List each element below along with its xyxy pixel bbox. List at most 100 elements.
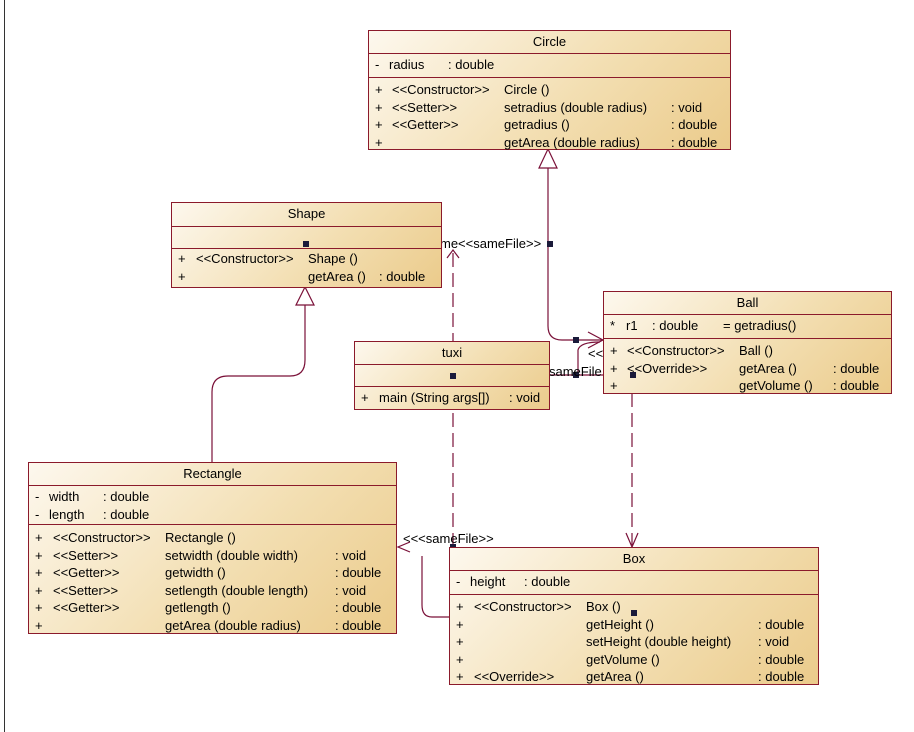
op-name: getArea (double radius) bbox=[504, 134, 640, 150]
op-type: : double bbox=[335, 617, 382, 633]
op-name: getArea () bbox=[308, 268, 366, 284]
stereotype: <<Constructor>> bbox=[474, 599, 572, 614]
operation-row[interactable]: + <<Constructor>> Shape () bbox=[172, 250, 441, 268]
op-name: getwidth () bbox=[165, 565, 226, 580]
visibility: + bbox=[35, 617, 43, 633]
stereotype: <<Constructor>> bbox=[392, 82, 490, 97]
attr-type: : double bbox=[652, 318, 699, 333]
visibility: + bbox=[456, 634, 464, 649]
attribute-row[interactable]: -length: double bbox=[29, 506, 396, 524]
operation-row[interactable]: +<<Getter>>getlength (): double bbox=[29, 599, 396, 617]
operations-section: +<<Constructor>>Circle () +<<Setter>>set… bbox=[369, 77, 730, 151]
visibility: + bbox=[361, 390, 369, 405]
attr-name: width bbox=[49, 489, 80, 504]
visibility: + bbox=[178, 251, 186, 266]
class-rectangle[interactable]: Rectangle -width: double -length: double… bbox=[28, 462, 397, 634]
attribute-row[interactable]: -radius: double bbox=[369, 56, 730, 74]
operation-row[interactable]: +getVolume (): double bbox=[450, 651, 818, 669]
connector-handle[interactable] bbox=[573, 372, 579, 378]
op-type: : double bbox=[758, 616, 805, 632]
stereotype bbox=[474, 616, 586, 634]
op-name: Ball () bbox=[739, 343, 773, 358]
operation-row[interactable]: +<<Override>>getArea (): double bbox=[450, 668, 818, 686]
op-type: : double bbox=[833, 378, 880, 393]
visibility: + bbox=[35, 582, 43, 598]
stereotype: <<Constructor>> bbox=[196, 251, 294, 266]
operation-row[interactable]: +<<Setter>>setradius (double radius): vo… bbox=[369, 99, 730, 117]
attributes-section bbox=[355, 364, 549, 386]
stereotype bbox=[474, 651, 586, 669]
op-name: setradius (double radius) bbox=[504, 99, 648, 115]
selection-handle[interactable] bbox=[303, 241, 309, 247]
operation-row[interactable]: +<<Setter>>setlength (double length): vo… bbox=[29, 582, 396, 600]
class-tuxi[interactable]: tuxi +main (String args[]): void bbox=[354, 341, 550, 410]
selection-handle[interactable] bbox=[631, 610, 637, 616]
attr-type: : double bbox=[524, 574, 571, 589]
visibility: + bbox=[35, 547, 43, 563]
connector-handle[interactable] bbox=[573, 337, 579, 343]
operation-row[interactable]: +getArea (): double bbox=[172, 268, 441, 286]
class-shape[interactable]: Shape +<<Constructor>>Shape () +getArea … bbox=[171, 202, 442, 288]
operation-row[interactable]: + getHeight () : double bbox=[450, 616, 818, 634]
class-ball[interactable]: Ball *r1: double= getradius() +<<Constru… bbox=[603, 291, 892, 394]
operation-row[interactable]: +getVolume (): double bbox=[604, 377, 891, 395]
operation-row[interactable]: + main (String args[]) : void bbox=[355, 389, 549, 407]
op-name: setwidth (double width) bbox=[165, 547, 298, 563]
attr-type: : double bbox=[448, 57, 495, 72]
operations-section: + <<Constructor>> Box () + getHeight () : do… bbox=[450, 594, 818, 686]
operation-row[interactable]: +<<Constructor>>Circle () bbox=[369, 81, 730, 99]
op-name: getHeight () bbox=[586, 616, 654, 632]
operation-row[interactable]: +setHeight (double height): void bbox=[450, 633, 818, 651]
attribute-row[interactable]: -width: double bbox=[29, 488, 396, 506]
op-name: Box () bbox=[586, 599, 621, 614]
op-type: : double bbox=[833, 360, 880, 376]
attribute-row[interactable]: -height: double bbox=[450, 573, 818, 591]
operation-row[interactable]: + <<Constructor>> Box () bbox=[450, 598, 818, 616]
stereotype bbox=[627, 377, 739, 395]
attr-name: length bbox=[49, 506, 85, 522]
visibility: - bbox=[35, 506, 40, 522]
visibility: + bbox=[35, 565, 43, 580]
connector-handle[interactable] bbox=[547, 241, 553, 247]
operation-row[interactable]: +<<Constructor>>Ball () bbox=[604, 342, 891, 360]
attribute-row[interactable]: *r1: double= getradius() bbox=[604, 317, 891, 335]
op-name: getArea () bbox=[586, 669, 644, 684]
operation-row[interactable]: +<<Getter>>getwidth (): double bbox=[29, 564, 396, 582]
op-type: : double bbox=[671, 134, 718, 150]
stereotype: <<Constructor>> bbox=[53, 530, 151, 545]
stereotype bbox=[53, 617, 165, 635]
visibility: + bbox=[178, 268, 186, 284]
operation-row[interactable]: +<<Setter>>setwidth (double width): void bbox=[29, 547, 396, 565]
visibility: + bbox=[375, 82, 383, 97]
op-type: : void bbox=[509, 390, 541, 405]
rectangle-dep-arrow bbox=[396, 541, 411, 553]
circle-inheritance-arrow bbox=[538, 147, 558, 169]
operation-row[interactable]: +getArea (double radius): double bbox=[369, 134, 730, 152]
attr-initial-value: = getradius() bbox=[723, 318, 797, 333]
op-name: Shape () bbox=[308, 251, 358, 266]
op-name: setlength (double length) bbox=[165, 582, 309, 598]
rectangle-shape-generalization bbox=[211, 305, 306, 462]
ball-dependency-label-2: << bbox=[588, 346, 604, 361]
visibility: + bbox=[456, 599, 464, 614]
class-box[interactable]: Box -height: double +<<Constructor>>Box … bbox=[449, 547, 819, 685]
visibility: + bbox=[610, 378, 618, 393]
operations-section: +<<Constructor>>Shape () +getArea (): do… bbox=[172, 248, 441, 285]
op-name: getVolume () bbox=[586, 651, 660, 667]
op-name: main (String args[]) bbox=[379, 390, 490, 405]
attributes-section: -radius: double bbox=[369, 53, 730, 77]
class-circle[interactable]: Circle -radius: double +<<Constructor>>C… bbox=[368, 30, 731, 150]
stereotype bbox=[392, 134, 504, 152]
op-name: getradius () bbox=[504, 117, 570, 132]
stereotype: <<Constructor>> bbox=[627, 343, 725, 358]
operation-row[interactable]: +<<Override>>getArea (): double bbox=[604, 360, 891, 378]
op-name: getArea (double radius) bbox=[165, 617, 301, 633]
stereotype: <<Override>> bbox=[627, 360, 708, 376]
operation-row[interactable]: +<<Getter>>getradius (): double bbox=[369, 116, 730, 134]
visibility: + bbox=[456, 616, 464, 632]
op-name: setHeight (double height) bbox=[586, 634, 732, 649]
operation-row[interactable]: + getArea (double radius) : double bbox=[29, 617, 396, 635]
operation-row[interactable]: +<<Constructor>>Rectangle () bbox=[29, 529, 396, 547]
selection-handle[interactable] bbox=[450, 373, 456, 379]
selection-handle[interactable] bbox=[630, 372, 636, 378]
